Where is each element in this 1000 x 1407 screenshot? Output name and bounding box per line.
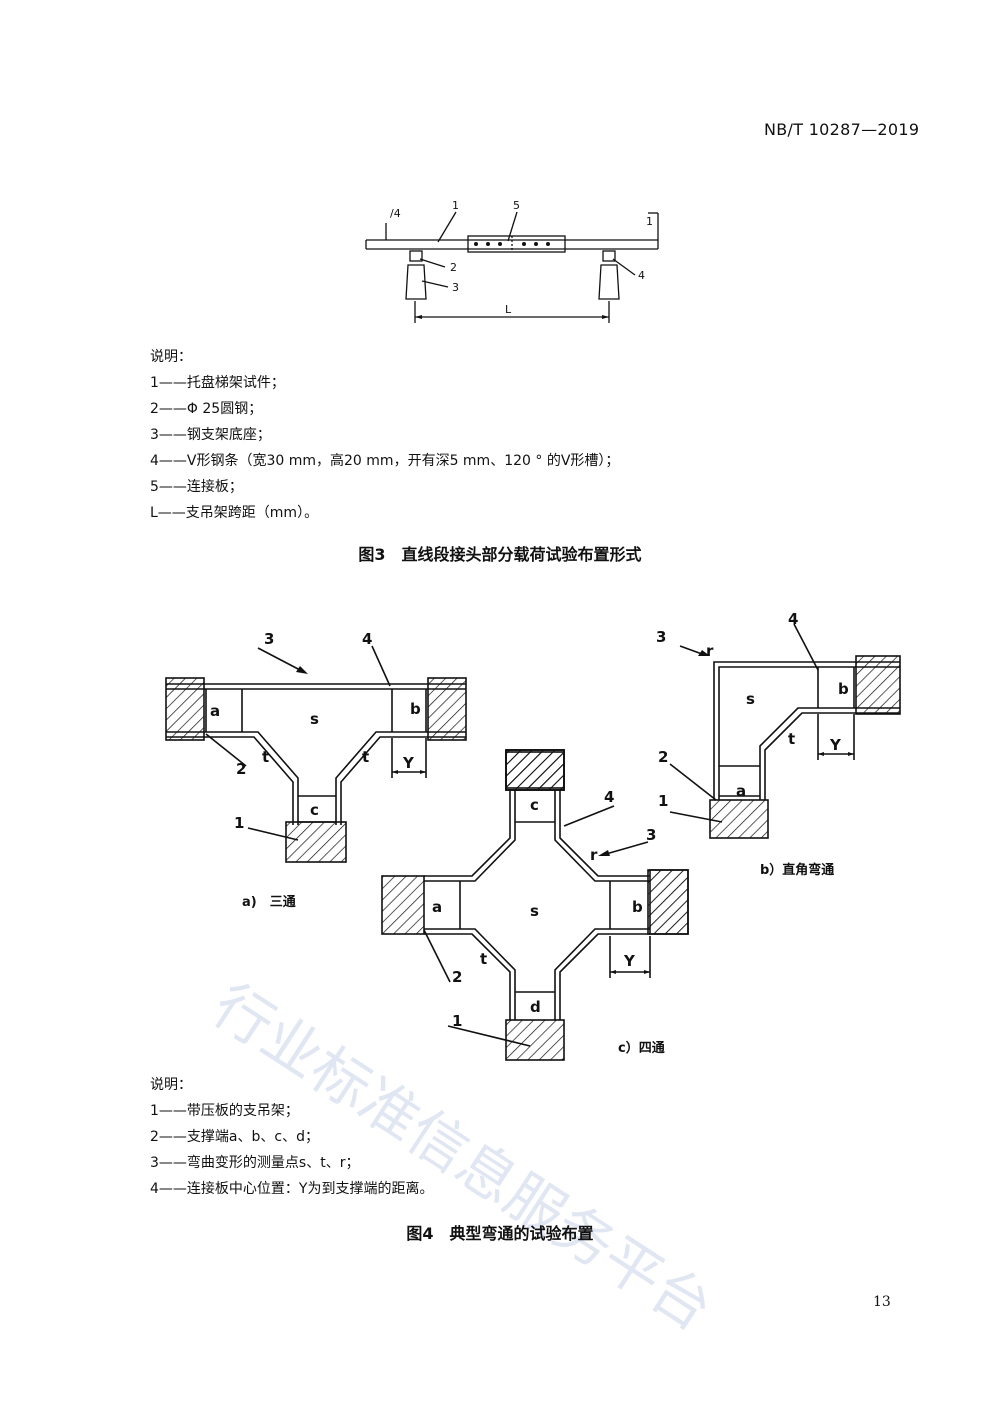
cross-caption: c）四通 [618,1040,665,1056]
fig3-label-4: 4 [638,269,645,282]
tee-label-c: c [310,801,319,819]
figure4-legend-item: 3——弯曲变形的测量点s、t、r； [150,1155,360,1171]
cross-label-s: s [530,902,539,920]
elbow-label-2: 2 [658,748,668,766]
figure3-legend-item: 2——Φ 25圆钢； [150,401,263,417]
standard-number: NB/T 10287—2019 [764,120,920,139]
cross-label-t: t [480,950,487,968]
page-number: 13 [873,1294,891,1310]
cross-label-1: 1 [452,1012,462,1030]
fig3-label-2: 2 [450,261,457,274]
figure4-legend-title: 说明： [150,1077,192,1093]
tee-diagram [165,645,467,863]
elbow-label-y: Y [829,736,842,754]
figure3-caption: 图3 直线段接头部分载荷试验布置形式 [358,545,642,564]
tee-label-3: 3 [264,630,274,648]
elbow-caption: b）直角弯通 [760,862,834,878]
elbow-label-s: s [746,690,755,708]
tee-label-t2: t [362,748,369,766]
tee-label-b: b [410,700,421,718]
cross-label-c: c [530,796,539,814]
cross-label-r: r [590,846,598,864]
figure3-legend-item: 1——托盘梯架试件； [150,375,285,391]
elbow-diagram [669,623,901,839]
figure3-diagram: /4 1 5 2 3 4 1 L [365,199,659,323]
cross-label-4: 4 [604,788,614,806]
figure3-legend-item: 3——钢支架底座； [150,427,271,443]
tee-label-2: 2 [236,760,246,778]
elbow-label-r: r [706,642,714,660]
figure4-caption: 图4 典型弯通的试验布置 [406,1224,594,1243]
fig3-label-1: 1 [452,199,459,212]
fig3-label-5: 5 [513,199,520,212]
figure3-legend-title: 说明： [150,349,192,365]
figure4-legend-item: 1——带压板的支吊架； [150,1103,299,1119]
cross-diagram [381,749,689,1061]
elbow-label-a: a [736,782,746,800]
tee-label-y: Y [402,754,415,772]
fig3-label-mark-right: 1 [646,215,653,228]
figure4-legend: 说明： 1——带压板的支吊架； 2——支撑端a、b、c、d； 3——弯曲变形的测… [150,1072,433,1202]
cross-label-2: 2 [452,968,462,986]
tee-label-a: a [210,702,220,720]
cross-label-d: d [530,998,541,1016]
tee-caption: a) 三通 [242,894,296,910]
figure4-diagram: a s b t t c 3 4 2 1 Y a) 三通 [165,610,901,1061]
elbow-label-b: b [838,680,849,698]
figure3-legend-item: 5——连接板； [150,479,243,495]
elbow-label-4: 4 [788,610,798,628]
cross-label-a: a [432,898,442,916]
elbow-label-t: t [788,730,795,748]
figure3-legend: 说明： 1——托盘梯架试件； 2——Φ 25圆钢； 3——钢支架底座； 4——V… [150,344,619,526]
figure3-legend-item: L——支吊架跨距（mm）。 [150,505,319,521]
fig3-label-3: 3 [452,281,459,294]
elbow-label-1: 1 [658,792,668,810]
figure4-legend-item: 2——支撑端a、b、c、d； [150,1129,319,1145]
tee-label-t1: t [262,748,269,766]
fig3-span-label: L [505,303,512,316]
fig3-label-4-top: /4 [390,207,401,220]
figure4-legend-item: 4——连接板中心位置：Y为到支撑端的距离。 [150,1181,434,1197]
cross-label-b: b [632,898,643,916]
tee-label-4: 4 [362,630,372,648]
figure3-legend-item: 4——V形钢条（宽30 mm，高20 mm，开有深5 mm、120 ° 的V形槽… [150,453,620,469]
elbow-label-3: 3 [656,628,666,646]
tee-label-s: s [310,710,319,728]
cross-label-3: 3 [646,826,656,844]
cross-label-y: Y [623,952,636,970]
tee-label-1: 1 [234,814,244,832]
